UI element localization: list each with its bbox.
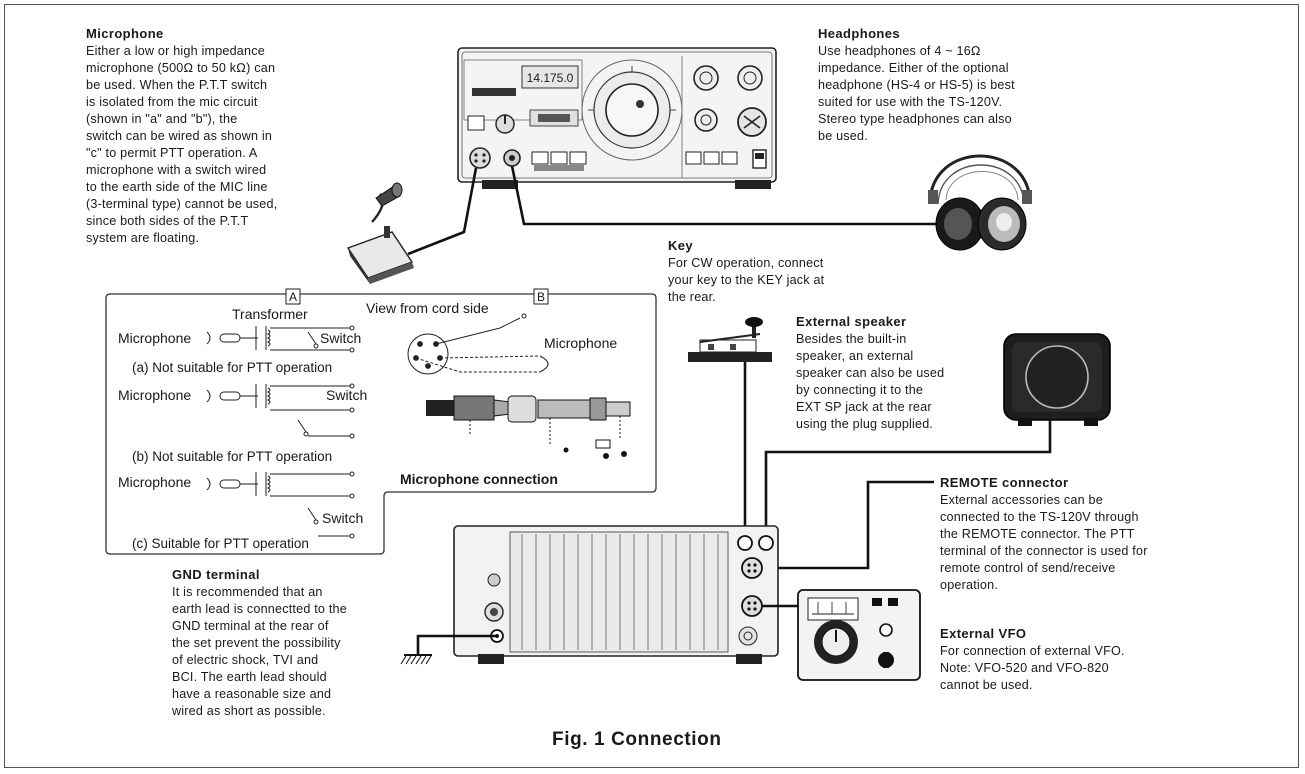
headphone-cable bbox=[510, 165, 936, 226]
inset-label-b: B bbox=[537, 290, 545, 304]
external-speaker-illustration bbox=[1003, 333, 1111, 426]
key-title: Key bbox=[668, 238, 694, 253]
circuit-a-microphone-label: Microphone bbox=[118, 330, 191, 346]
external-speaker-body: Besides the built-in speaker, an externa… bbox=[796, 332, 945, 431]
key-section: Key For CW operation, connect your key t… bbox=[668, 237, 898, 306]
circuit-a-switch-label: Switch bbox=[320, 330, 361, 346]
mic-cable bbox=[407, 167, 478, 256]
ext-vfo-connector bbox=[741, 595, 763, 617]
microphone-title: Microphone bbox=[86, 26, 164, 41]
headphones-illustration bbox=[928, 154, 1032, 251]
circuit-c bbox=[206, 471, 355, 539]
microphone-body: Either a low or high impedance microphon… bbox=[86, 44, 278, 245]
circuit-b-microphone-label: Microphone bbox=[118, 387, 191, 403]
circuit-a bbox=[206, 325, 355, 353]
inset-label-a: A bbox=[289, 290, 297, 304]
remote-cable bbox=[766, 480, 934, 570]
headphones-section: Headphones Use headphones of 4 ~ 16Ω imp… bbox=[818, 25, 1080, 145]
pinout-microphone-label: Microphone bbox=[544, 335, 617, 351]
transceiver-rear-panel bbox=[453, 525, 779, 664]
circuit-b-caption: (b) Not suitable for PTT operation bbox=[132, 449, 332, 464]
morse-key-illustration bbox=[688, 317, 772, 362]
circuit-b bbox=[206, 383, 355, 439]
ground-lead bbox=[400, 634, 497, 665]
mic-jack bbox=[469, 147, 491, 169]
circuit-b-switch-label: Switch bbox=[326, 387, 367, 403]
headphones-body: Use headphones of 4 ~ 16Ω impedance. Eit… bbox=[818, 44, 1015, 143]
transformer-label: Transformer bbox=[232, 306, 308, 322]
transceiver-front-panel: 14.175.0 bbox=[457, 47, 777, 189]
mic-plug-pinout bbox=[407, 313, 549, 375]
remote-connector-body: External accessories can be connected to… bbox=[940, 493, 1148, 592]
external-speaker-title: External speaker bbox=[796, 314, 907, 329]
view-from-cord-side-label: View from cord side bbox=[366, 300, 489, 316]
circuit-c-switch-label: Switch bbox=[322, 510, 363, 526]
headphones-title: Headphones bbox=[818, 26, 901, 41]
mic-plug-assembly bbox=[426, 395, 631, 459]
figure-frame bbox=[4, 4, 1299, 768]
microphone-wiring-inset: A B Transformer View from cord side Micr… bbox=[105, 288, 657, 555]
frequency-display: 14.175.0 bbox=[527, 71, 574, 85]
remote-connector bbox=[741, 557, 763, 579]
external-vfo-title: External VFO bbox=[940, 626, 1027, 641]
remote-connector-title: REMOTE connector bbox=[940, 475, 1069, 490]
remote-connector-section: REMOTE connector External accessories ca… bbox=[940, 474, 1226, 594]
power-switch bbox=[467, 115, 485, 131]
external-speaker-section: External speaker Besides the built-in sp… bbox=[796, 313, 992, 433]
circuit-c-caption: (c) Suitable for PTT operation bbox=[132, 536, 309, 551]
external-vfo-section: External VFO For connection of external … bbox=[940, 625, 1230, 694]
tuning-dial-knob bbox=[605, 83, 659, 137]
key-body: For CW operation, connect your key to th… bbox=[668, 256, 825, 304]
gnd-terminal-title: GND terminal bbox=[172, 567, 260, 582]
figure-caption: Fig. 1 Connection bbox=[552, 729, 722, 750]
circuit-a-caption: (a) Not suitable for PTT operation bbox=[132, 360, 332, 375]
ext-sp-jack bbox=[758, 535, 774, 551]
microphone-section: Microphone Either a low or high impedanc… bbox=[86, 25, 356, 247]
microphone-connection-label: Microphone connection bbox=[400, 471, 558, 487]
drive-knob bbox=[694, 108, 718, 132]
gnd-terminal-section: GND terminal It is recommended that an e… bbox=[172, 566, 402, 720]
desk-microphone-illustration bbox=[346, 182, 414, 284]
gnd-terminal-body: It is recommended that an earth lead is … bbox=[172, 585, 347, 718]
external-vfo-body: For connection of external VFO. Note: VF… bbox=[940, 644, 1125, 692]
rf-gain-knob bbox=[737, 65, 763, 91]
external-vfo-illustration bbox=[797, 589, 921, 681]
af-gain-knob bbox=[693, 65, 719, 91]
speaker-cable bbox=[764, 420, 1052, 536]
key-jack bbox=[737, 535, 753, 551]
circuit-c-microphone-label: Microphone bbox=[118, 474, 191, 490]
